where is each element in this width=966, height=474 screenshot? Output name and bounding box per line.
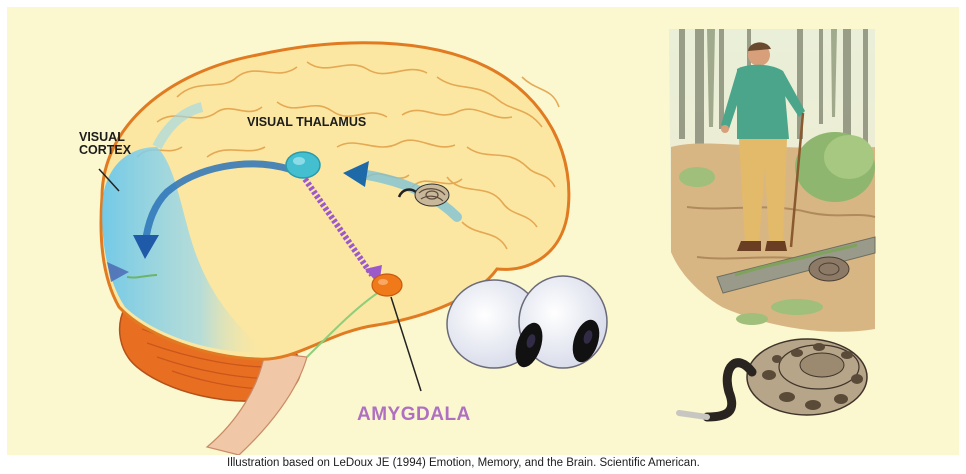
illustration-panel: VISUAL CORTEX VISUAL THALAMUS AMYGDALA bbox=[7, 7, 959, 455]
label-visual-thalamus: VISUAL THALAMUS bbox=[247, 115, 366, 129]
forest-scene bbox=[669, 29, 875, 332]
caption-text: Illustration based on LeDoux JE (1994) E… bbox=[227, 457, 700, 469]
amygdala bbox=[372, 274, 402, 296]
rattlesnake bbox=[679, 339, 867, 417]
caption-bar: Illustration based on LeDoux JE (1994) E… bbox=[0, 455, 966, 474]
eyes bbox=[447, 276, 607, 371]
label-visual-cortex-line2: CORTEX bbox=[79, 144, 159, 157]
label-visual-cortex: VISUAL CORTEX bbox=[79, 131, 159, 157]
illustration-svg bbox=[7, 7, 959, 455]
label-amygdala: AMYGDALA bbox=[357, 404, 471, 426]
visual-thalamus bbox=[286, 152, 320, 178]
